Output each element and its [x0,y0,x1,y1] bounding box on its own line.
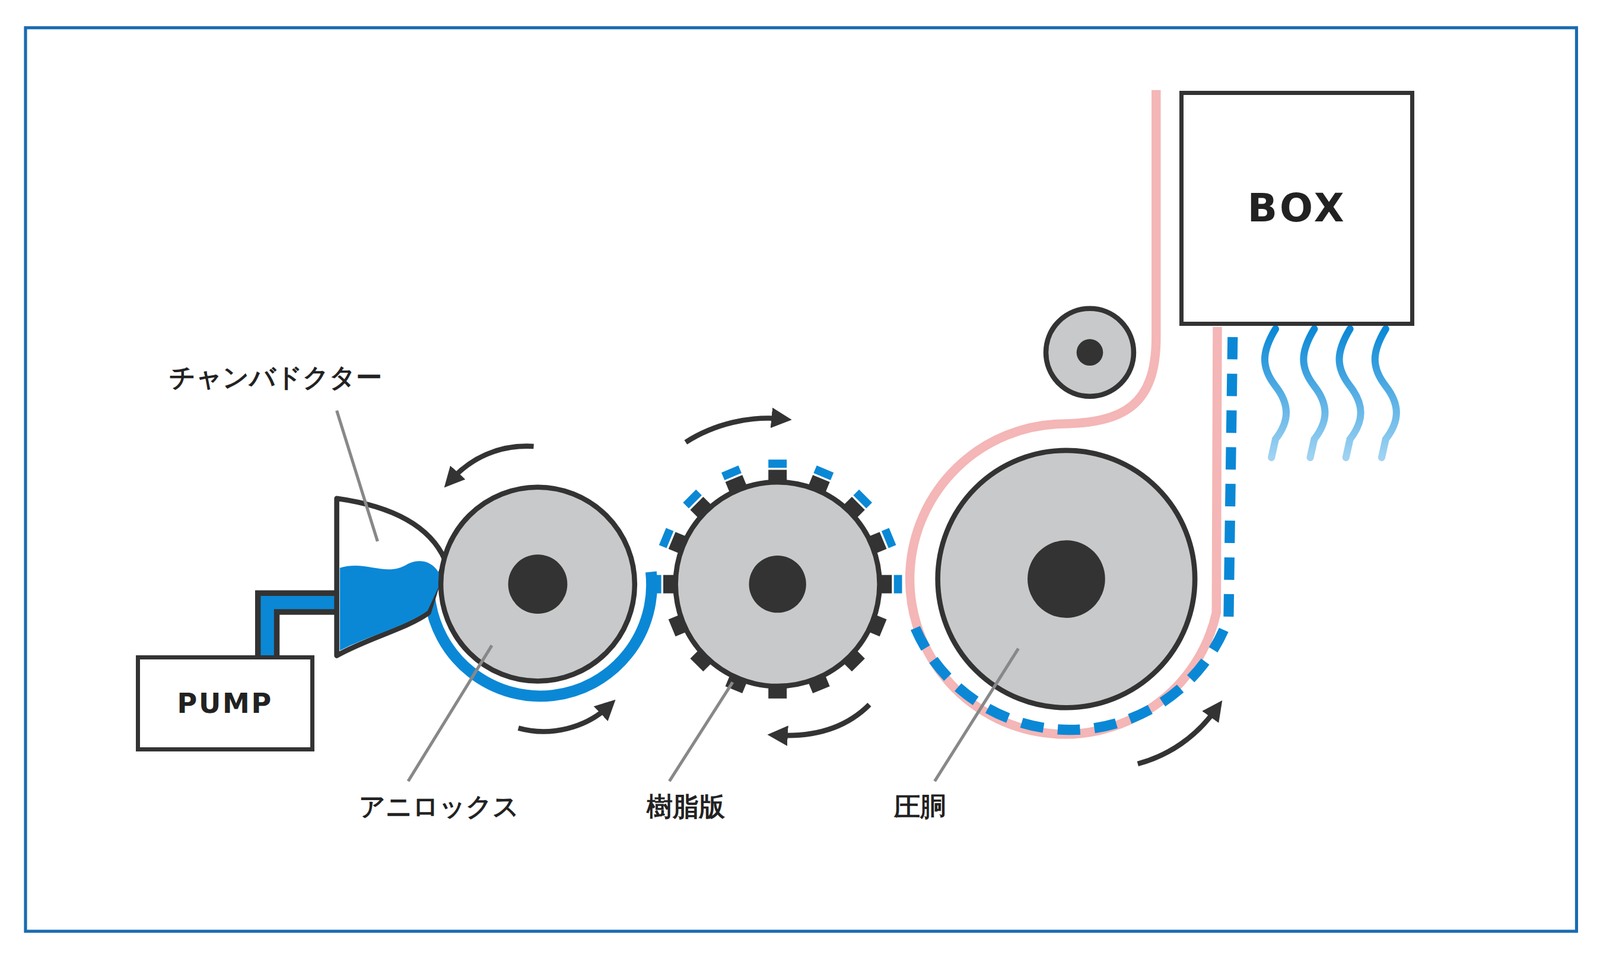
impression-cylinder [937,450,1195,708]
box-label: PUMP [176,686,273,720]
roller-hub [1027,539,1106,618]
frame [25,27,1577,931]
roller-hub [1076,338,1104,366]
box-label: BOX [1247,185,1347,231]
part-label: アニロックス [355,787,523,825]
rotation-arrows [450,417,1217,763]
pipe-outline [267,602,342,659]
part-label: 圧胴 [890,787,950,825]
process-box: PUMP [135,654,315,752]
chamber-doctor [336,498,445,656]
process-box: BOX [1179,90,1415,326]
anilox-roller [440,487,635,682]
part-label: チャンバドクター [165,358,386,397]
part-label: 樹脂版 [643,787,729,825]
leader-lines [336,410,1019,781]
plate-teeth [653,459,903,698]
plate-cylinder [675,481,880,686]
roller-hub [748,555,806,613]
substrate-web [910,90,1218,734]
guide-roller [1045,308,1134,397]
chamber-ink [339,560,442,651]
pipe-ink [267,602,342,659]
heat-waves [1264,328,1397,458]
roller-hub [508,554,568,614]
